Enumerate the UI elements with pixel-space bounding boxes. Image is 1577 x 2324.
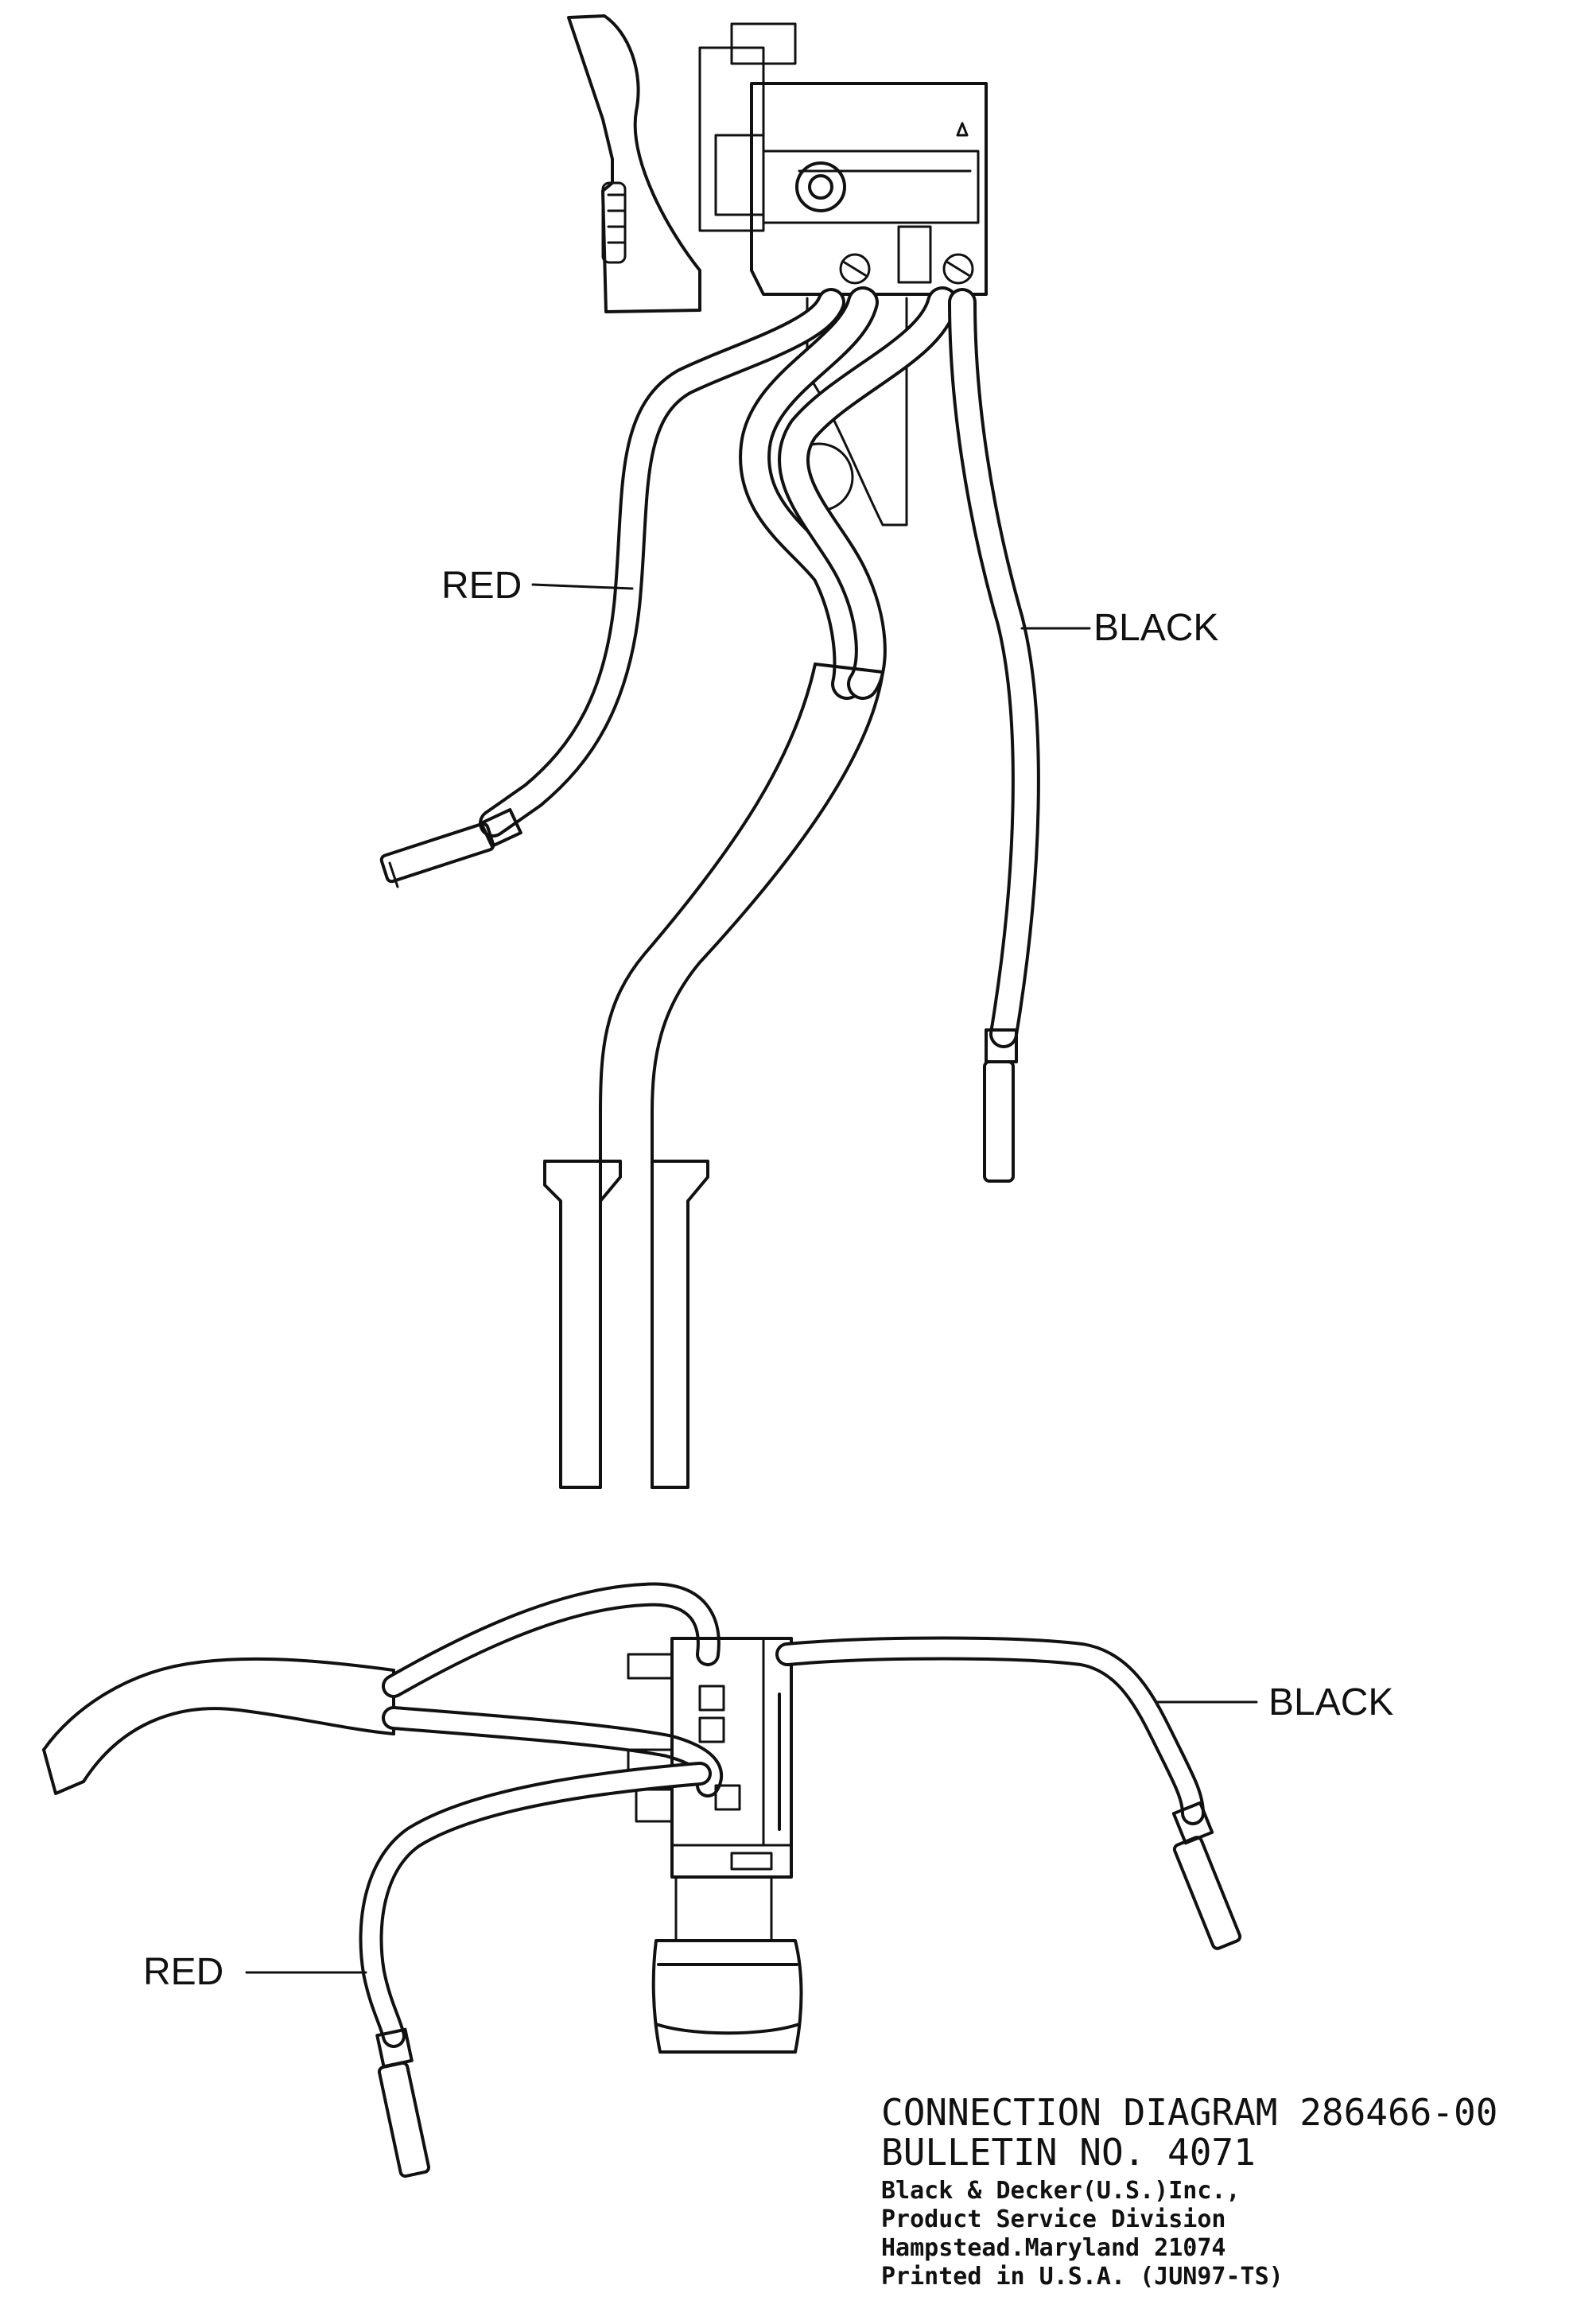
- bottom-inner-wires: [382, 1582, 724, 1797]
- bottom-black-label: BLACK: [1268, 1681, 1393, 1724]
- bottom-red-callout: RED: [143, 1951, 367, 1993]
- bulletin-number: BULLETIN NO. 4071: [881, 2131, 1256, 2174]
- top-black-callout: BLACK: [1020, 607, 1218, 649]
- bottom-cable: [42, 1657, 395, 1795]
- top-red-wire: [379, 288, 845, 888]
- top-red-callout: RED: [441, 565, 634, 607]
- title-block: CONNECTION DIAGRAM 286466-00 BULLETIN NO…: [881, 2091, 1497, 2291]
- top-center-wires: [599, 286, 958, 1489]
- top-black-label: BLACK: [1093, 607, 1218, 649]
- top-black-wire: [948, 288, 1040, 1183]
- bottom-switch-assembly: [627, 1637, 803, 2054]
- company-address: Hampstead.Maryland 21074: [881, 2234, 1225, 2262]
- company-name: Black & Decker(U.S.)Inc.,: [881, 2177, 1241, 2205]
- bottom-black-wire: [775, 1636, 1242, 1950]
- diagram-title: CONNECTION DIAGRAM 286466-00: [881, 2091, 1497, 2134]
- bottom-black-callout: BLACK: [1156, 1681, 1393, 1724]
- bottom-red-wire: [359, 1762, 712, 2178]
- cord-strain-relief: [543, 1160, 709, 1489]
- bottom-red-label: RED: [143, 1951, 223, 1993]
- print-info: Printed in U.S.A. (JUN97-TS): [881, 2263, 1284, 2291]
- division-name: Product Service Division: [881, 2205, 1225, 2233]
- top-red-label: RED: [441, 565, 522, 607]
